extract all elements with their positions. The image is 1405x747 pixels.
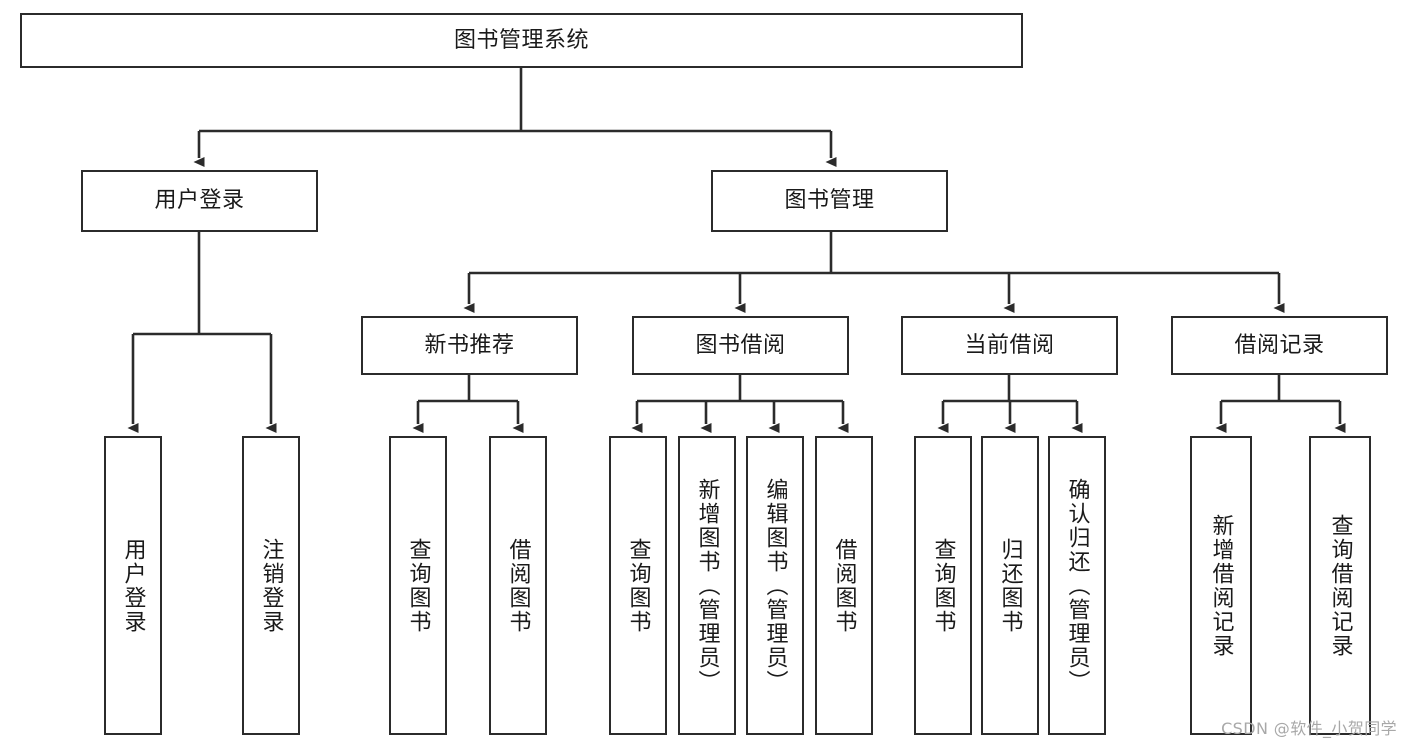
node-leaf-borrow-book-2-label: 借阅图书 <box>831 537 857 634</box>
node-current-borrow[interactable]: 当前借阅 <box>901 316 1118 375</box>
node-leaf-add-book-admin-label: 新增图书（管理员） <box>694 477 720 694</box>
node-leaf-borrow-book-1-label: 借阅图书 <box>505 537 531 634</box>
node-borrow-records-label: 借阅记录 <box>1234 332 1325 358</box>
node-new-book-recommend-label: 新书推荐 <box>424 332 515 358</box>
node-borrow-records[interactable]: 借阅记录 <box>1171 316 1388 375</box>
node-leaf-query-book-3[interactable]: 查询图书 <box>914 436 972 735</box>
node-book-management[interactable]: 图书管理 <box>711 170 948 232</box>
node-leaf-query-book-3-label: 查询图书 <box>930 537 956 634</box>
node-book-borrow[interactable]: 图书借阅 <box>632 316 849 375</box>
node-leaf-add-book-admin[interactable]: 新增图书（管理员） <box>678 436 736 735</box>
node-leaf-query-book-2-label: 查询图书 <box>625 537 651 634</box>
node-leaf-logout-label: 注销登录 <box>258 537 284 634</box>
node-leaf-confirm-return-admin[interactable]: 确认归还（管理员） <box>1048 436 1106 735</box>
node-leaf-query-book-1-label: 查询图书 <box>405 537 431 634</box>
node-root-label: 图书管理系统 <box>453 27 589 53</box>
node-new-book-recommend[interactable]: 新书推荐 <box>361 316 578 375</box>
watermark-text: CSDN @软件_小贺同学 <box>1221 719 1397 738</box>
node-book-borrow-label: 图书借阅 <box>695 332 786 358</box>
node-leaf-query-borrow-record-label: 查询借阅记录 <box>1327 513 1353 658</box>
node-user-login-label: 用户登录 <box>154 188 245 214</box>
node-leaf-return-book[interactable]: 归还图书 <box>981 436 1039 735</box>
node-leaf-edit-book-admin-label: 编辑图书（管理员） <box>762 477 788 694</box>
node-leaf-confirm-return-admin-label: 确认归还（管理员） <box>1064 477 1090 694</box>
node-root[interactable]: 图书管理系统 <box>20 13 1023 68</box>
node-leaf-logout[interactable]: 注销登录 <box>242 436 300 735</box>
node-leaf-add-borrow-record[interactable]: 新增借阅记录 <box>1190 436 1252 735</box>
node-leaf-user-login-label: 用户登录 <box>120 537 146 634</box>
node-leaf-borrow-book-1[interactable]: 借阅图书 <box>489 436 547 735</box>
node-leaf-borrow-book-2[interactable]: 借阅图书 <box>815 436 873 735</box>
node-current-borrow-label: 当前借阅 <box>964 332 1055 358</box>
node-book-management-label: 图书管理 <box>784 188 875 214</box>
node-leaf-user-login[interactable]: 用户登录 <box>104 436 162 735</box>
node-leaf-query-book-1[interactable]: 查询图书 <box>389 436 447 735</box>
node-leaf-query-book-2[interactable]: 查询图书 <box>609 436 667 735</box>
node-leaf-add-borrow-record-label: 新增借阅记录 <box>1208 513 1234 658</box>
node-leaf-query-borrow-record[interactable]: 查询借阅记录 <box>1309 436 1371 735</box>
node-leaf-edit-book-admin[interactable]: 编辑图书（管理员） <box>746 436 804 735</box>
node-user-login[interactable]: 用户登录 <box>81 170 318 232</box>
node-leaf-return-book-label: 归还图书 <box>997 537 1023 634</box>
